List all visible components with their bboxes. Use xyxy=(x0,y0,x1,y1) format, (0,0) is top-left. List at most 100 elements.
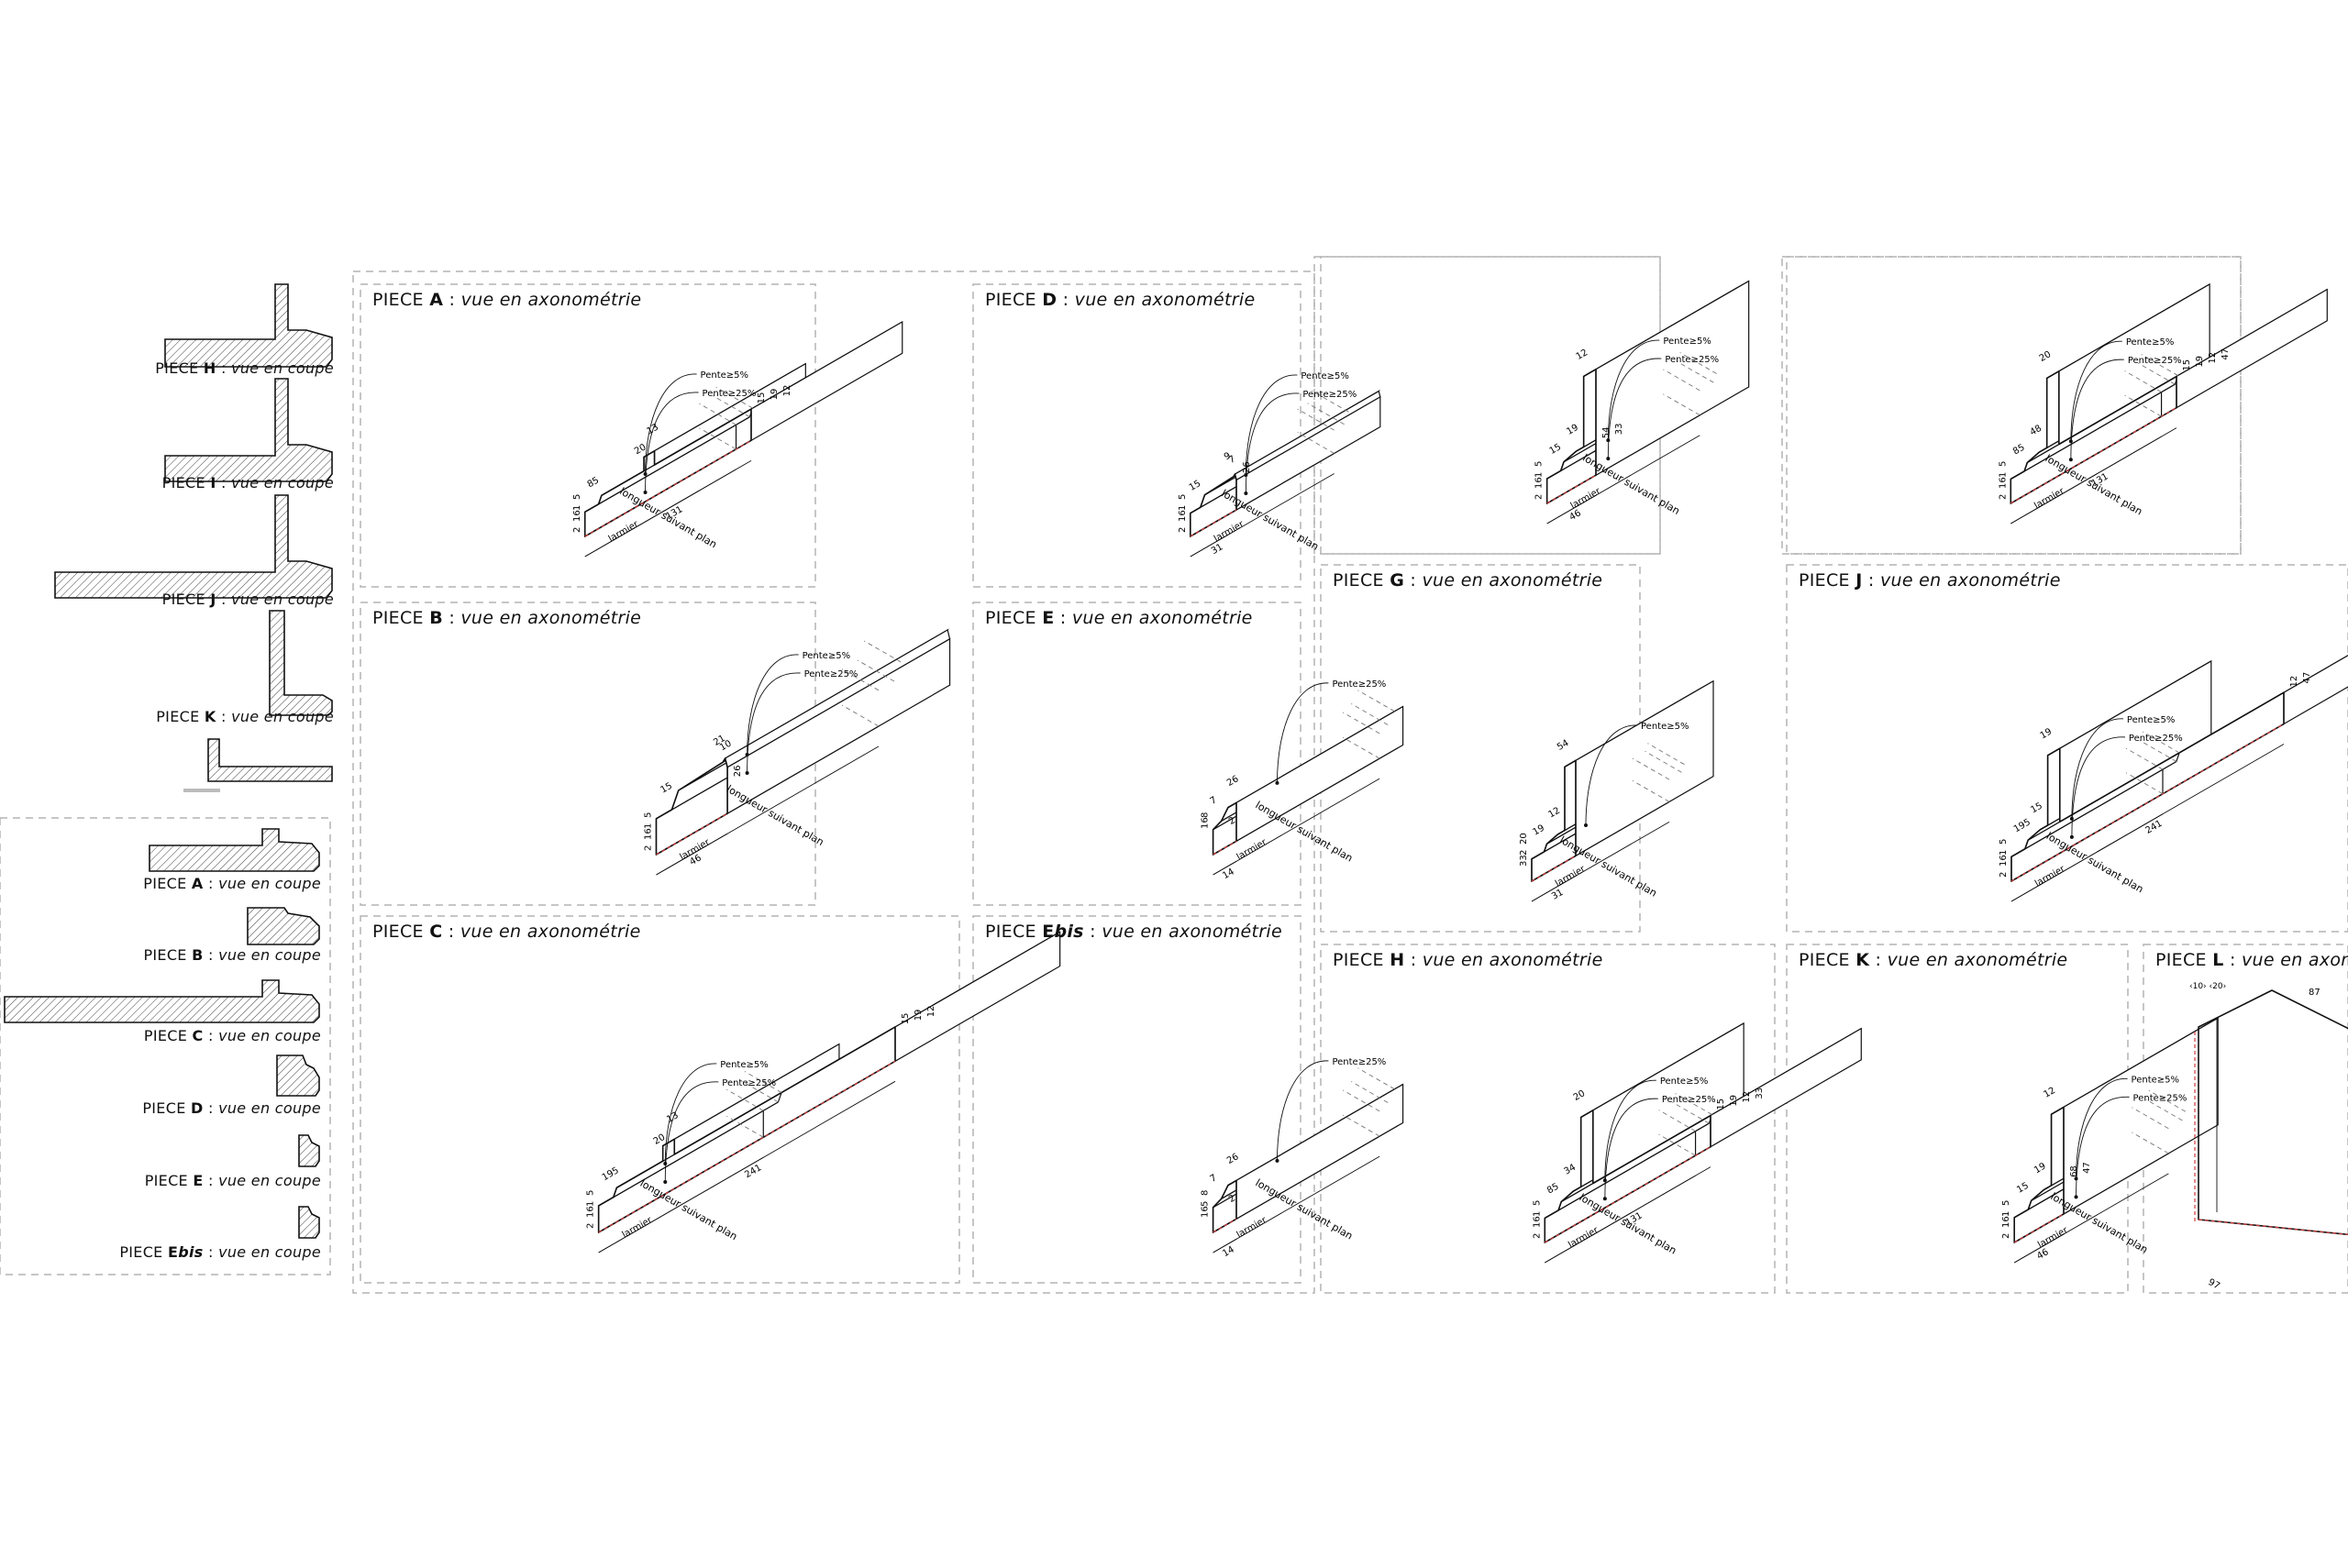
drip-line xyxy=(2010,723,2285,882)
slope-leader xyxy=(1277,682,1329,783)
front-profile xyxy=(597,1026,896,1233)
piece-letter: A xyxy=(191,875,204,892)
slope-label: Pente≥5% xyxy=(1301,371,1348,381)
front-profile xyxy=(583,408,752,537)
piece-letter: K xyxy=(1855,950,1870,970)
section-e xyxy=(298,1134,320,1167)
dimension-label: 2 xyxy=(1534,494,1545,500)
front-profile xyxy=(2013,1106,2065,1243)
dimension-label: 54 xyxy=(1556,738,1571,753)
view-type: vue en coupe xyxy=(231,708,334,725)
dimension-label: 5 xyxy=(1201,1201,1211,1207)
section-profile xyxy=(164,378,333,482)
view-type: vue en coupe xyxy=(231,359,334,377)
piece-letter: H xyxy=(1390,950,1405,970)
axo-face xyxy=(1235,1083,1404,1220)
dimension-label: 5 xyxy=(572,494,582,500)
piece-letter: G xyxy=(1390,570,1405,591)
piece-suffix: bis xyxy=(178,1243,204,1261)
dimension-label: 46 xyxy=(688,853,703,867)
continuation-line xyxy=(863,640,902,663)
continuation-line xyxy=(1342,736,1380,759)
separator: : xyxy=(1862,570,1880,591)
length-label: longueur suivant plan xyxy=(1557,834,1658,900)
slope-leader-dot xyxy=(2074,1195,2078,1199)
larmier-label: larmier xyxy=(1213,519,1246,545)
continuation-line xyxy=(1672,1101,1710,1124)
dimension-label: 19 xyxy=(1532,823,1547,838)
dimension-label: 12 xyxy=(2043,1086,2058,1100)
dimension-label: 16 xyxy=(1999,855,2009,867)
dimension-label: 2 xyxy=(1178,527,1188,533)
dimension-label: 12 xyxy=(926,1006,936,1018)
dimension-label: 87 xyxy=(2309,988,2320,998)
piece-letter: B xyxy=(192,946,204,964)
drip-line xyxy=(1546,474,1597,504)
separator: : xyxy=(216,591,232,608)
continuation-line xyxy=(2139,740,2177,762)
slope-leader-dot xyxy=(1606,457,1611,461)
axo-face xyxy=(726,637,951,815)
dimension-label: 1 xyxy=(2001,1211,2011,1217)
dimension-label: 48 xyxy=(2029,424,2044,438)
continuation-line xyxy=(726,1088,764,1111)
outer-frame xyxy=(352,271,1315,1294)
piece-word: PIECE xyxy=(161,591,211,608)
dimension-label: 16 xyxy=(572,510,582,522)
dimension-label: 241 xyxy=(2144,819,2165,836)
dimension-label: 20 xyxy=(2038,349,2054,364)
piece-letter: E xyxy=(1042,608,1055,628)
slope-leader xyxy=(1604,1079,1656,1181)
slope-label: Pente≥25% xyxy=(1302,390,1357,400)
section-label-b: PIECE B : vue en coupe xyxy=(143,946,321,964)
length-label: longueur suivant plan xyxy=(1580,452,1681,517)
dimension-label: 5 xyxy=(1532,1200,1542,1206)
larmier-label: larmier xyxy=(2032,486,2066,512)
continuation-line xyxy=(1677,360,1714,383)
slope-leader xyxy=(747,672,801,774)
piece-letter: D xyxy=(191,1099,204,1117)
section-c xyxy=(4,979,320,1023)
slope-leader xyxy=(2070,340,2122,442)
depth-dimension-line xyxy=(1213,1238,1237,1253)
dimension-label: 16 xyxy=(1201,817,1211,829)
view-type: vue en coupe xyxy=(218,1027,321,1044)
dimension-label: 16 xyxy=(1178,510,1188,522)
dimension-label: 5 xyxy=(1999,839,2009,845)
axo-drawing-j: longueur suivant planPente≥5%Pente≥25%19… xyxy=(1999,655,2348,902)
dimension-label: 68 xyxy=(2069,1165,2079,1177)
dimension-label: 2 xyxy=(643,845,653,851)
dimension-label: 195 xyxy=(601,1165,621,1183)
drip-line xyxy=(2013,1213,2065,1243)
continuation-line xyxy=(2124,394,2162,417)
dimension-label: 16 xyxy=(1534,477,1545,489)
axo-drawing-h: longueur suivant planPente≥5%Pente≥25%85… xyxy=(1532,1021,1862,1264)
depth-dimension-line xyxy=(584,459,752,558)
panel-title-l: PIECE L : vue en axonométrie xyxy=(2155,950,2348,970)
length-label: longueur suivant plan xyxy=(2048,1190,2149,1255)
slope-label: Pente≥5% xyxy=(803,651,850,661)
dimension-label: 85 xyxy=(2011,443,2027,458)
section-h xyxy=(164,283,333,368)
dimension-label: 20 xyxy=(652,1132,668,1147)
view-type: vue en coupe xyxy=(231,474,334,491)
dimension-label: 2 xyxy=(1532,1233,1542,1239)
section-d xyxy=(276,1055,320,1097)
dimension-label: 7 xyxy=(1209,795,1219,807)
dimension-label: 2 xyxy=(1227,1193,1237,1205)
slope-leader xyxy=(747,654,799,756)
piece-letter: B xyxy=(429,608,443,628)
dimension-label: 10 xyxy=(718,739,734,754)
continuation-line xyxy=(744,1071,782,1093)
continuation-line xyxy=(841,704,880,727)
piece-word: PIECE xyxy=(1333,950,1390,970)
dimension-label: 16 xyxy=(586,1206,596,1218)
continuation-line xyxy=(2142,731,2180,754)
length-label: longueur suivant plan xyxy=(1254,1176,1355,1242)
continuation-line xyxy=(1351,703,1389,725)
panel-title-e: PIECE E : vue en axonométrie xyxy=(985,608,1253,628)
continuation-line xyxy=(2124,370,2162,392)
dimension-label: 1 xyxy=(1999,850,2009,856)
axo-drawing-ktop: longueur suivant planPente≥5%Pente≥25%85… xyxy=(1998,282,2328,525)
